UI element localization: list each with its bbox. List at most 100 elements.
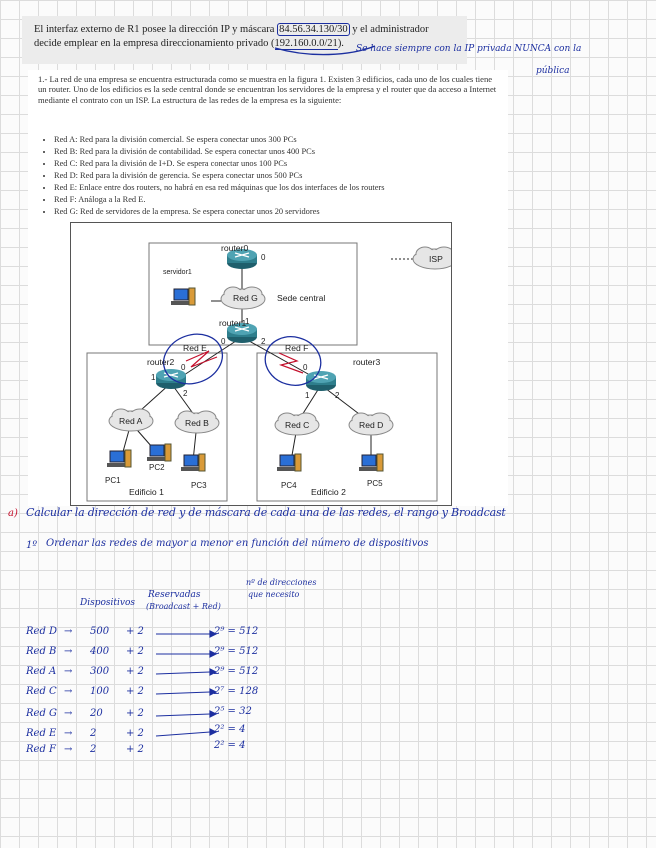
row-devices: 20 bbox=[90, 708, 103, 719]
router1-label: router1 bbox=[219, 318, 247, 328]
port-label: 0 bbox=[261, 253, 266, 262]
port-label: 0 bbox=[181, 363, 186, 372]
step1-number: 1º bbox=[26, 540, 38, 551]
sede-label: Sede central bbox=[277, 293, 326, 303]
row-plus: + 2 bbox=[126, 728, 144, 739]
row-arrow-icon: → bbox=[64, 708, 73, 719]
list-item: Red E: Enlace entre dos routers, no habr… bbox=[54, 182, 384, 194]
exercise-card: 1.- La red de una empresa se encuentra e… bbox=[28, 70, 508, 506]
pc5-label: PC5 bbox=[367, 479, 383, 488]
router2-icon bbox=[155, 368, 187, 390]
port-label: 1 bbox=[245, 317, 250, 326]
row-arrow-icon: → bbox=[64, 666, 73, 677]
list-item: Red G: Red de servidores de la empresa. … bbox=[54, 206, 384, 218]
port-label: 1 bbox=[151, 373, 156, 382]
handwritten-note-line-1: Se hace siempre con la IP privada NUNCA … bbox=[356, 44, 582, 54]
red-d-label: Red D bbox=[359, 420, 384, 430]
row-plus: + 2 bbox=[126, 646, 144, 657]
red-g-label: Red G bbox=[233, 293, 258, 303]
row-plus: + 2 bbox=[126, 744, 144, 755]
network-diagram: router0 router1 router2 router3 servidor… bbox=[70, 222, 452, 506]
row-net: Red E bbox=[26, 728, 57, 739]
pc1-icon bbox=[106, 449, 132, 468]
col-header-reserved-sub: (Broadcast + Red) bbox=[146, 602, 221, 611]
server-icon bbox=[170, 287, 196, 306]
list-item: Red D: Red para la división de gerencia.… bbox=[54, 170, 384, 182]
red-e-label: Red E bbox=[183, 343, 207, 353]
ip-mask-highlight: 84.56.34.130/30 bbox=[277, 23, 350, 36]
red-f-label: Red F bbox=[285, 343, 309, 353]
exercise-intro: 1.- La red de una empresa se encuentra e… bbox=[38, 74, 497, 105]
server-label: servidor1 bbox=[163, 269, 192, 276]
handwritten-note-line-2: pública bbox=[536, 66, 570, 76]
edificio2-label: Edificio 2 bbox=[311, 487, 346, 497]
row-net: Red A bbox=[26, 666, 57, 677]
edificio1-box bbox=[86, 352, 228, 502]
row-arrow-icon: → bbox=[64, 646, 73, 657]
row-arrow-icon: → bbox=[64, 744, 73, 755]
edificio2-box bbox=[256, 352, 438, 502]
port-label: 0 bbox=[221, 337, 226, 346]
row-plus: + 2 bbox=[126, 708, 144, 719]
port-label: 0 bbox=[303, 363, 308, 372]
row-devices: 2 bbox=[90, 744, 97, 755]
pc3-icon bbox=[180, 453, 206, 472]
row-net: Red C bbox=[26, 686, 57, 697]
port-label: 2 bbox=[335, 391, 340, 400]
row-devices: 100 bbox=[90, 686, 110, 697]
item-a-label: a) bbox=[8, 508, 18, 519]
row-result: 2⁹ = 512 bbox=[214, 626, 259, 637]
row-plus: + 2 bbox=[126, 686, 144, 697]
red-c-label: Red C bbox=[285, 420, 310, 430]
statement-text: decide emplear en la empresa direccionam… bbox=[34, 38, 275, 49]
row-devices: 2 bbox=[90, 728, 97, 739]
pc1-label: PC1 bbox=[105, 476, 121, 485]
row-result: 2⁹ = 512 bbox=[214, 646, 259, 657]
row-arrow-icon: → bbox=[64, 728, 73, 739]
network-list: Red A: Red para la división comercial. S… bbox=[40, 134, 384, 218]
list-item: Red A: Red para la división comercial. S… bbox=[54, 134, 384, 146]
statement-text: y el administrador bbox=[349, 24, 429, 35]
table-arrows bbox=[155, 630, 218, 737]
item-a-text: Calcular la dirección de red y de máscar… bbox=[26, 506, 506, 519]
row-net: Red D bbox=[26, 626, 58, 637]
red-a-label: Red A bbox=[119, 416, 143, 426]
row-result: 2⁹ = 512 bbox=[214, 666, 259, 677]
problem-statement: El interfaz externo de R1 posee la direc… bbox=[22, 16, 467, 64]
row-devices: 300 bbox=[90, 666, 110, 677]
port-label: 1 bbox=[305, 391, 310, 400]
row-net: Red F bbox=[26, 744, 56, 755]
router0-label: router0 bbox=[221, 243, 249, 253]
statement-line-2: decide emplear en la empresa direccionam… bbox=[34, 38, 344, 50]
pc2-label: PC2 bbox=[149, 463, 165, 472]
diagram-drawing bbox=[86, 242, 451, 502]
row-result: 2⁵ = 32 bbox=[214, 706, 252, 717]
pc2-icon bbox=[146, 443, 172, 462]
router3-label: router3 bbox=[353, 357, 381, 367]
col-header-needed-sub: que necesito bbox=[248, 590, 300, 599]
row-arrow-icon: → bbox=[64, 626, 73, 637]
sede-box bbox=[148, 242, 358, 346]
statement-line-1: El interfaz externo de R1 posee la direc… bbox=[34, 23, 429, 36]
row-arrow-icon: → bbox=[64, 686, 73, 697]
statement-text: ). bbox=[337, 38, 344, 49]
row-net: Red B bbox=[26, 646, 57, 657]
row-devices: 500 bbox=[90, 626, 110, 637]
pc5-icon bbox=[358, 453, 384, 472]
list-item: Red C: Red para la división de I+D. Se e… bbox=[54, 158, 384, 170]
row-result: 2⁷ = 128 bbox=[214, 686, 259, 697]
pc4-icon bbox=[276, 453, 302, 472]
col-header-devices: Dispositivos bbox=[80, 598, 136, 608]
row-devices: 400 bbox=[90, 646, 110, 657]
router2-label: router2 bbox=[147, 357, 175, 367]
port-label: 2 bbox=[183, 389, 188, 398]
row-result: 2² = 4 bbox=[214, 740, 246, 751]
row-plus: + 2 bbox=[126, 666, 144, 677]
edificio1-label: Edificio 1 bbox=[129, 487, 164, 497]
arrow-annotation bbox=[274, 45, 376, 56]
list-item: Red F: Análoga a la Red E. bbox=[54, 194, 384, 206]
col-header-needed: nº de direcciones bbox=[246, 578, 317, 587]
isp-label: ISP bbox=[429, 254, 443, 264]
col-header-reserved: Reservadas bbox=[148, 590, 201, 600]
pc4-label: PC4 bbox=[281, 481, 297, 490]
